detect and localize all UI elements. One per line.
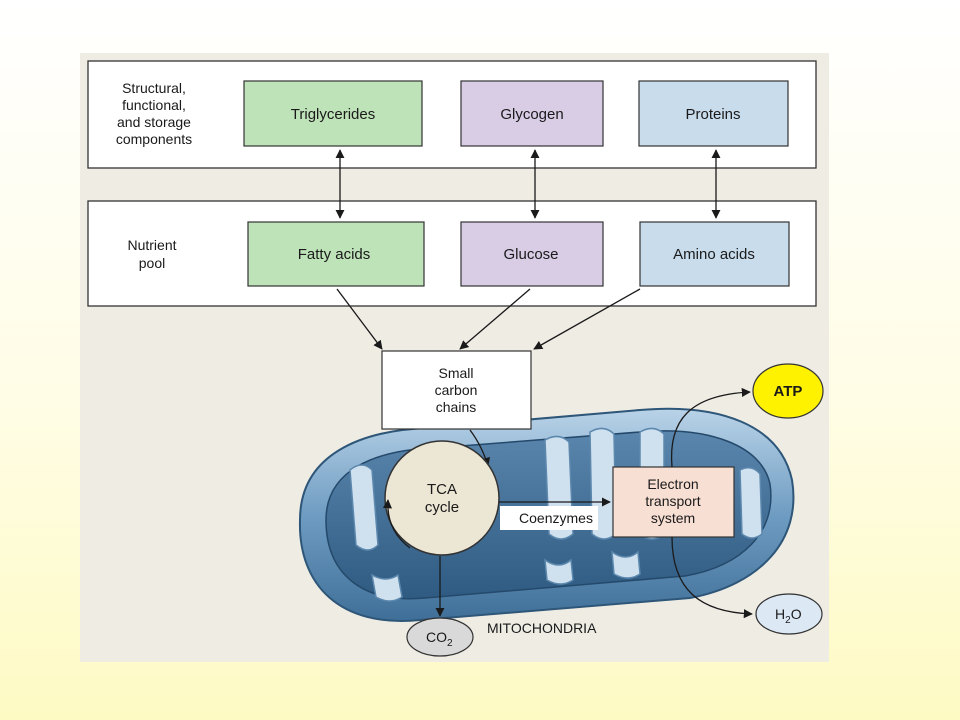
mitochondria-label: MITOCHONDRIA bbox=[487, 620, 597, 636]
structural-label-line: Structural, bbox=[122, 80, 186, 96]
small-carbon-chains-label: Small bbox=[438, 365, 473, 381]
small-carbon-chains-box bbox=[381, 350, 532, 430]
small-carbon-chains-label: carbon bbox=[435, 382, 478, 398]
tca-cycle-circle bbox=[384, 440, 500, 556]
fatty-acids-box bbox=[247, 221, 425, 287]
coenzymes-box bbox=[500, 506, 598, 530]
ets-to-atp-arrow bbox=[670, 387, 751, 468]
co2-label: CO2 bbox=[426, 629, 453, 649]
proteins-label: Proteins bbox=[685, 106, 740, 123]
tca-cycle-label: cycle bbox=[425, 499, 459, 516]
electron-transport-box bbox=[612, 466, 735, 538]
tca-cycle-loop-arrow bbox=[382, 499, 411, 549]
proteins-box bbox=[638, 80, 789, 147]
structural-label: Structural, functional, and storage comp… bbox=[116, 80, 192, 147]
atp-ellipse bbox=[752, 363, 824, 419]
glucose-label: Glucose bbox=[503, 246, 558, 263]
small-carbon-chains-label: chains bbox=[436, 399, 476, 415]
co2-ellipse bbox=[406, 617, 474, 657]
amino-acids-label: Amino acids bbox=[673, 246, 755, 263]
atp-label: ATP bbox=[774, 383, 803, 400]
h2o-ellipse bbox=[755, 593, 823, 635]
tca-cycle-label: TCA bbox=[427, 481, 457, 498]
triglycerides-box bbox=[243, 80, 423, 147]
fatty-acids-to-carbon-arrow bbox=[336, 288, 383, 350]
structural-label-line: functional, bbox=[122, 97, 186, 113]
glucose-to-carbon-arrow bbox=[459, 288, 531, 350]
amino-acids-to-carbon-arrow bbox=[533, 288, 641, 350]
glucose-box bbox=[460, 221, 604, 287]
structural-label-line: components bbox=[116, 131, 192, 147]
structural-label-line: and storage bbox=[117, 114, 191, 130]
h2o-label: H2O bbox=[775, 606, 802, 626]
amino-acids-box bbox=[639, 221, 790, 287]
fatty-acids-label: Fatty acids bbox=[298, 246, 371, 263]
triglycerides-label: Triglycerides bbox=[291, 106, 375, 123]
glycogen-label: Glycogen bbox=[500, 106, 563, 123]
nutrient-pool-label-line: Nutrient bbox=[127, 237, 176, 253]
glycogen-box bbox=[460, 80, 604, 147]
nutrient-pool-label: Nutrient pool bbox=[127, 237, 176, 271]
ets-to-h2o-arrow bbox=[671, 536, 753, 619]
coenzymes-label: Coenzymes bbox=[519, 510, 593, 526]
nutrient-pool-label-line: pool bbox=[139, 255, 165, 271]
electron-transport-label: transport bbox=[645, 493, 700, 509]
electron-transport-label: system bbox=[651, 510, 695, 526]
electron-transport-label: Electron bbox=[647, 476, 698, 492]
